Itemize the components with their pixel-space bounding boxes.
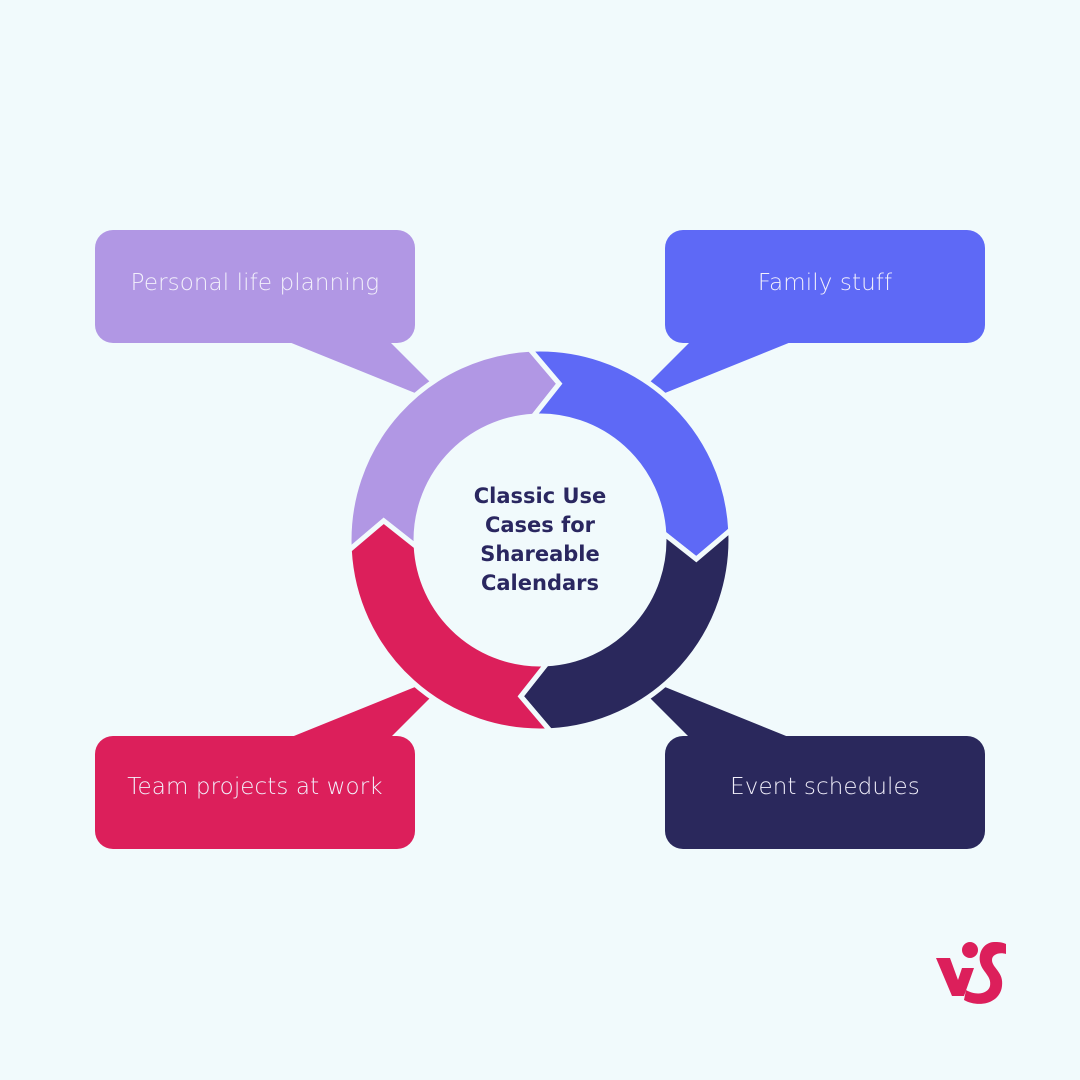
callout-tail-family xyxy=(644,340,796,395)
callout-label-events: Event schedules xyxy=(730,774,920,800)
callout-family: Family stuff xyxy=(665,230,985,343)
callout-personal: Personal life planning xyxy=(95,230,415,343)
callout-tail-events xyxy=(644,685,796,740)
title-line-4: Calendars xyxy=(480,571,600,595)
callout-tail-team xyxy=(284,685,436,740)
callout-events: Event schedules xyxy=(665,736,985,849)
vs-logo-icon xyxy=(936,942,1006,1004)
callout-label-family: Family stuff xyxy=(757,270,893,296)
title-line-2: Cases for xyxy=(484,513,596,537)
title-line-3: Shareable xyxy=(480,542,600,566)
callout-label-team: Team projects at work xyxy=(127,774,383,800)
ring-segment-team xyxy=(346,517,556,734)
callout-label-personal: Personal life planning xyxy=(130,270,380,296)
title-line-1: Classic Use xyxy=(473,484,607,508)
diagram-title: Classic Use Cases for Shareable Calendar… xyxy=(440,482,640,598)
callout-team: Team projects at work xyxy=(95,736,415,849)
callout-tail-personal xyxy=(284,340,436,395)
